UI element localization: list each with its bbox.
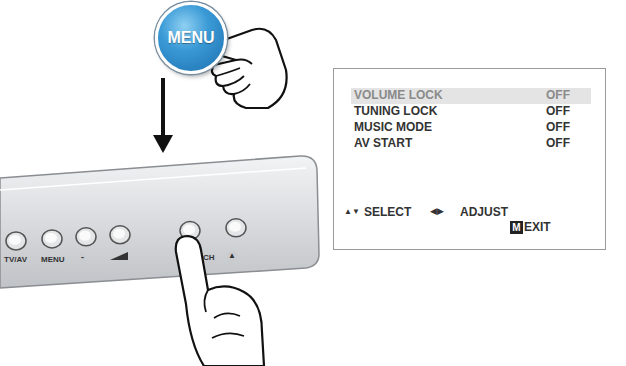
menu-item: AV START: [354, 137, 412, 150]
panel-button: [110, 226, 130, 244]
button-label: ▲: [227, 252, 237, 261]
finger-lines: [204, 290, 244, 338]
button-label: MENU: [40, 256, 66, 265]
control-panel: TV/AV MENU - ▼ CH ▲: [0, 150, 322, 290]
button-text: MENU: [167, 29, 214, 47]
adjust-arrows: ◀▶: [430, 207, 444, 217]
panel-highlight: [0, 168, 306, 190]
menu-item: TUNING LOCK: [354, 105, 437, 118]
menu-item: VOLUME LOCK: [354, 89, 443, 102]
button-shine: [229, 222, 241, 232]
hint-text: ADJUST: [460, 206, 508, 219]
menu-value: OFF: [546, 105, 570, 118]
panel-button: [42, 230, 62, 248]
button-shine: [183, 225, 195, 235]
button-shine: [9, 235, 21, 245]
menu-key-icon: M: [510, 221, 523, 234]
menu-value: OFF: [546, 89, 570, 102]
panel-button: [76, 228, 96, 246]
button-shine: [113, 229, 125, 239]
button-label: TV/AV: [3, 256, 28, 265]
volume-wedge: [110, 252, 128, 260]
panel-button: [180, 222, 200, 240]
panel-button: [6, 232, 26, 250]
key-letter: M: [512, 223, 520, 233]
menu-value: OFF: [546, 137, 570, 150]
menu-button: MENU: [155, 2, 227, 74]
menu-value: OFF: [546, 121, 570, 134]
menu-item: MUSIC MODE: [354, 121, 432, 134]
select-arrows: ▲▼: [344, 208, 360, 217]
osd-screen: VOLUME LOCK OFF TUNING LOCK OFF MUSIC MODE OF…: [333, 68, 606, 250]
panel-shape: [0, 150, 322, 290]
panel-button: [226, 219, 246, 237]
button-label: CH: [202, 254, 216, 263]
button-label: ▼: [183, 254, 193, 263]
hint-text: SELECT: [364, 206, 411, 219]
button-shine: [45, 233, 57, 243]
button-shine: [79, 231, 91, 241]
finger-lines: [216, 60, 252, 95]
flow-arrow: [153, 78, 173, 153]
button-label: -: [80, 253, 85, 263]
hint-text: EXIT: [524, 221, 551, 234]
panel-outline: [0, 156, 319, 288]
